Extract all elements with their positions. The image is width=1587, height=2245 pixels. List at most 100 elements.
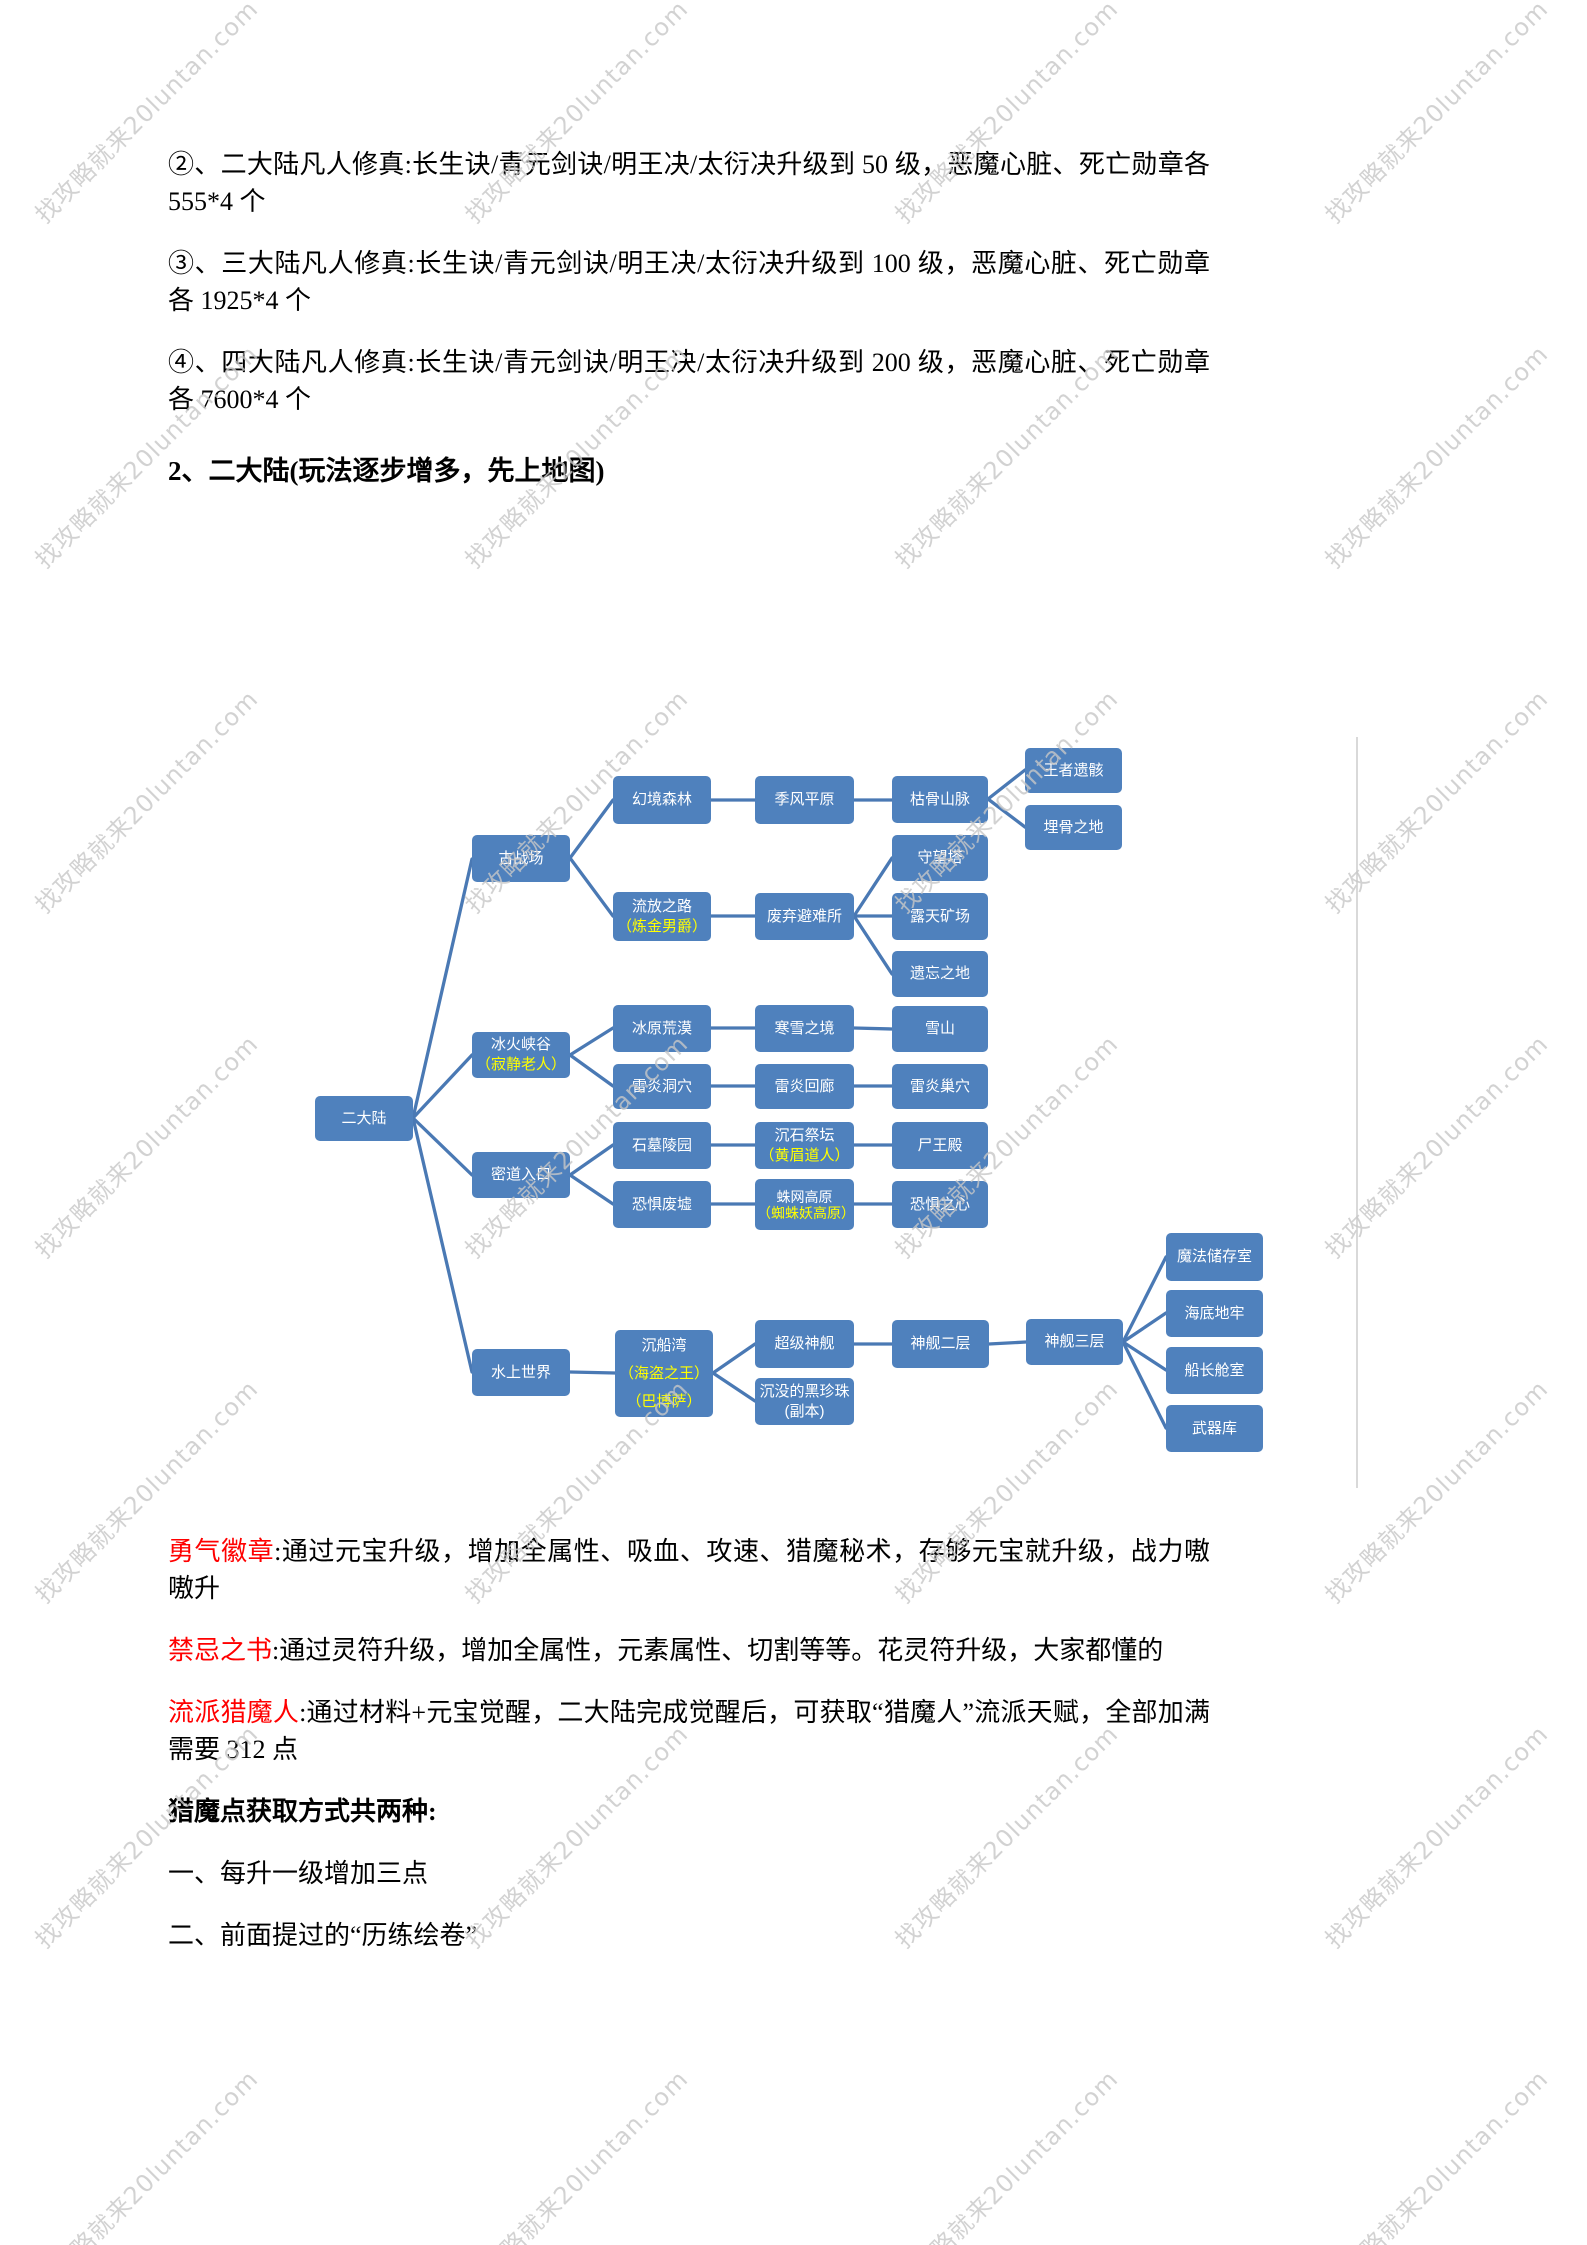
diagram-node-sublabel: （蜘蛛妖高原） <box>757 1204 855 1221</box>
watermark-text: 找攻略就来20luntan.com <box>889 2064 1124 2245</box>
connector-line <box>568 856 615 918</box>
diagram-node-hjsl: 幻境森林 <box>613 776 711 824</box>
diagram-node-fqbns: 废弃避难所 <box>755 893 854 940</box>
diagram-node-sublabel: （黄眉道人） <box>759 1146 850 1164</box>
diagram-node-label: 冰原荒漠 <box>631 1019 692 1037</box>
connector-line <box>852 914 894 976</box>
connector-line <box>1121 1340 1168 1430</box>
term-desc: :通过材料+元宝觉醒，二大陆完成觉醒后，可获取“猎魔人”流派天赋，全部加满需要 … <box>168 1698 1210 1764</box>
term-desc: :通过元宝升级，增加全属性、吸血、攻速、猎魔秘术，存够元宝就升级，战力嗷嗷升 <box>168 1537 1210 1603</box>
diagram-node-label: 尸王殿 <box>917 1136 963 1154</box>
diagram-node-lfzl: 流放之路（炼金男爵） <box>613 892 711 941</box>
connector-line <box>986 768 1027 801</box>
map-diagram: 二大陆 古战场 幻境森林 季风平原 枯骨山脉 王者遗骸埋骨之地流放之路（炼金男爵） 废弃避难… <box>0 735 1587 1490</box>
diagram-node-label: 恐惧废墟 <box>631 1195 692 1213</box>
connector-line <box>568 1370 617 1375</box>
diagram-node-label: 密道入口 <box>490 1166 551 1183</box>
diagram-node-label: 蛛网高原 <box>776 1188 833 1205</box>
diagram-node-hddl: 海底地牢 <box>1166 1290 1263 1337</box>
connector-line <box>411 1116 474 1177</box>
diagram-node-label: 魔法储存室 <box>1176 1248 1252 1265</box>
diagram-node-jfpy: 季风平原 <box>755 776 854 824</box>
diagram-node-label: 幻境森林 <box>631 791 692 808</box>
diagram-node-label: 海底地牢 <box>1184 1304 1245 1322</box>
diagram-node-xs: 雪山 <box>892 1006 988 1052</box>
connector-line <box>411 857 474 1120</box>
section-heading: 2、二大陆(玩法逐步增多，先上地图) <box>168 456 605 486</box>
diagram-node-label: 雪山 <box>924 1020 955 1037</box>
diagram-node-label: 季风平原 <box>774 791 835 808</box>
connector-line <box>568 1053 615 1088</box>
diagram-node-mfccs: 魔法储存室 <box>1166 1233 1263 1281</box>
list-item-one: 一、每升一级增加三点 <box>168 1859 429 1888</box>
diagram-node-label: 船长舱室 <box>1184 1361 1245 1379</box>
diagram-node-kgsm: 枯骨山脉 <box>892 776 988 823</box>
diagram-node-ccw: 沉船湾（海盗之王）（巴博萨） <box>615 1330 713 1417</box>
diagram-node-lyhl: 雷炎回廊 <box>755 1064 854 1109</box>
diagram-node-label: 埋骨之地 <box>1043 818 1104 836</box>
diagram-node-byhm: 冰原荒漠 <box>613 1005 711 1052</box>
diagram-node-label: 守望塔 <box>917 849 963 866</box>
connector-line <box>1121 1311 1168 1344</box>
diagram-node-label: 古战场 <box>498 849 544 867</box>
diagram-node-label: 雷炎洞穴 <box>631 1077 692 1095</box>
diagram-node-swd: 尸王殿 <box>892 1122 988 1169</box>
diagram-node-lycx: 雷炎巢穴 <box>892 1064 988 1109</box>
numbered-item-3: ③、三大陆凡人修真:长生诀/青元剑诀/明王决/太衍决升级到 100 级，恶魔心脏… <box>168 249 1210 315</box>
connector-line <box>568 798 615 860</box>
connector-line <box>411 1116 474 1374</box>
numbered-item-2: ②、二大陆凡人修真:长生诀/青元剑诀/明王决/太衍决升级到 50 级，恶魔心脏、… <box>168 150 1210 216</box>
diagram-node-kjfx: 恐惧废墟 <box>613 1181 711 1228</box>
diagram-node-ywzd: 遗忘之地 <box>892 951 988 997</box>
diagram-node-bhxg: 冰火峡谷 （寂静老人） <box>472 1032 570 1078</box>
diagram-node-cmdhzz: 沉没的黑珍珠(副本) <box>755 1378 854 1425</box>
diagram-node-label: 神舰三层 <box>1044 1333 1105 1350</box>
diagram-node-label: 露天矿场 <box>909 907 970 925</box>
diagram-node-lydx: 雷炎洞穴 <box>613 1064 711 1109</box>
term-label: 禁忌之书 <box>168 1636 273 1665</box>
diagram-node-label: 冰火峡谷 <box>490 1036 551 1053</box>
diagram-node-smly: 石墓陵园 <box>613 1122 711 1169</box>
watermark-text: 找攻略就来20luntan.com <box>29 2064 264 2245</box>
diagram-node-label: 雷炎巢穴 <box>909 1077 970 1095</box>
diagram-node-wzyh: 王者遗骸 <box>1025 748 1122 793</box>
diagram-node-label: 超级神舰 <box>774 1335 835 1352</box>
diagram-node-gzc: 古战场 <box>472 835 570 882</box>
diagram-node-label: 二大陆 <box>341 1109 387 1127</box>
diagram-node-label: 水上世界 <box>490 1363 551 1381</box>
diagram-node-label: 废弃避难所 <box>766 907 842 925</box>
term-label: 勇气徽章 <box>168 1537 275 1566</box>
diagram-node-sublabel: （寂静老人） <box>475 1056 566 1073</box>
diagram-node-sublabel: （炼金男爵） <box>616 917 707 935</box>
diagram-node-czcs: 船长舱室 <box>1166 1347 1263 1394</box>
watermark-text: 找攻略就来20luntan.com <box>1319 0 1554 229</box>
diagram-node-sjec: 神舰二层 <box>892 1320 989 1368</box>
diagram-node-label: 枯骨山脉 <box>909 790 970 808</box>
diagram-node-ltkc: 露天矿场 <box>892 893 988 940</box>
connector-line <box>411 1053 474 1120</box>
connector-line <box>568 1026 615 1057</box>
diagram-node-csjt: 沉石祭坛（黄眉道人） <box>755 1122 854 1169</box>
connector-line <box>711 1371 757 1403</box>
diagram-node-kjzx: 恐惧之心 <box>892 1181 988 1228</box>
term-desc: :通过灵符升级，增加全属性，元素属性、切割等等。花灵符升级，大家都懂的 <box>272 1636 1164 1665</box>
watermark-text: 找攻略就来20luntan.com <box>1319 339 1554 574</box>
diagram-node-label: 恐惧之心 <box>909 1195 970 1213</box>
term-hunter-school: 流派猎魔人:通过材料+元宝觉醒，二大陆完成觉醒后，可获取“猎魔人”流派天赋，全部… <box>168 1694 1210 1768</box>
diagram-node-mdrk: 密道入口 <box>472 1152 570 1198</box>
watermark-text: 找攻略就来20luntan.com <box>459 2064 694 2245</box>
watermark-text: 找攻略就来20luntan.com <box>1319 1719 1554 1954</box>
diagram-node-sublabel: （巴博萨） <box>626 1392 702 1410</box>
diagram-node-label: 王者遗骸 <box>1043 761 1104 779</box>
diagram-node-label: 遗忘之地 <box>909 965 970 982</box>
diagram-node-sublabel: （海盗之王） <box>618 1364 709 1382</box>
term-forbidden-book: 禁忌之书:通过灵符升级，增加全属性，元素属性、切割等等。花灵符升级，大家都懂的 <box>168 1632 1210 1669</box>
diagram-node-cjsj: 超级神舰 <box>755 1320 854 1368</box>
connector-line <box>852 856 894 918</box>
connector-line <box>1121 1255 1168 1344</box>
connector-line <box>852 1026 894 1031</box>
diagram-node-label: 沉没的黑珍珠(副本) <box>759 1382 850 1420</box>
diagram-node-hxzj: 寒雪之境 <box>755 1005 854 1052</box>
diagram-node-label: 神舰二层 <box>910 1335 971 1352</box>
